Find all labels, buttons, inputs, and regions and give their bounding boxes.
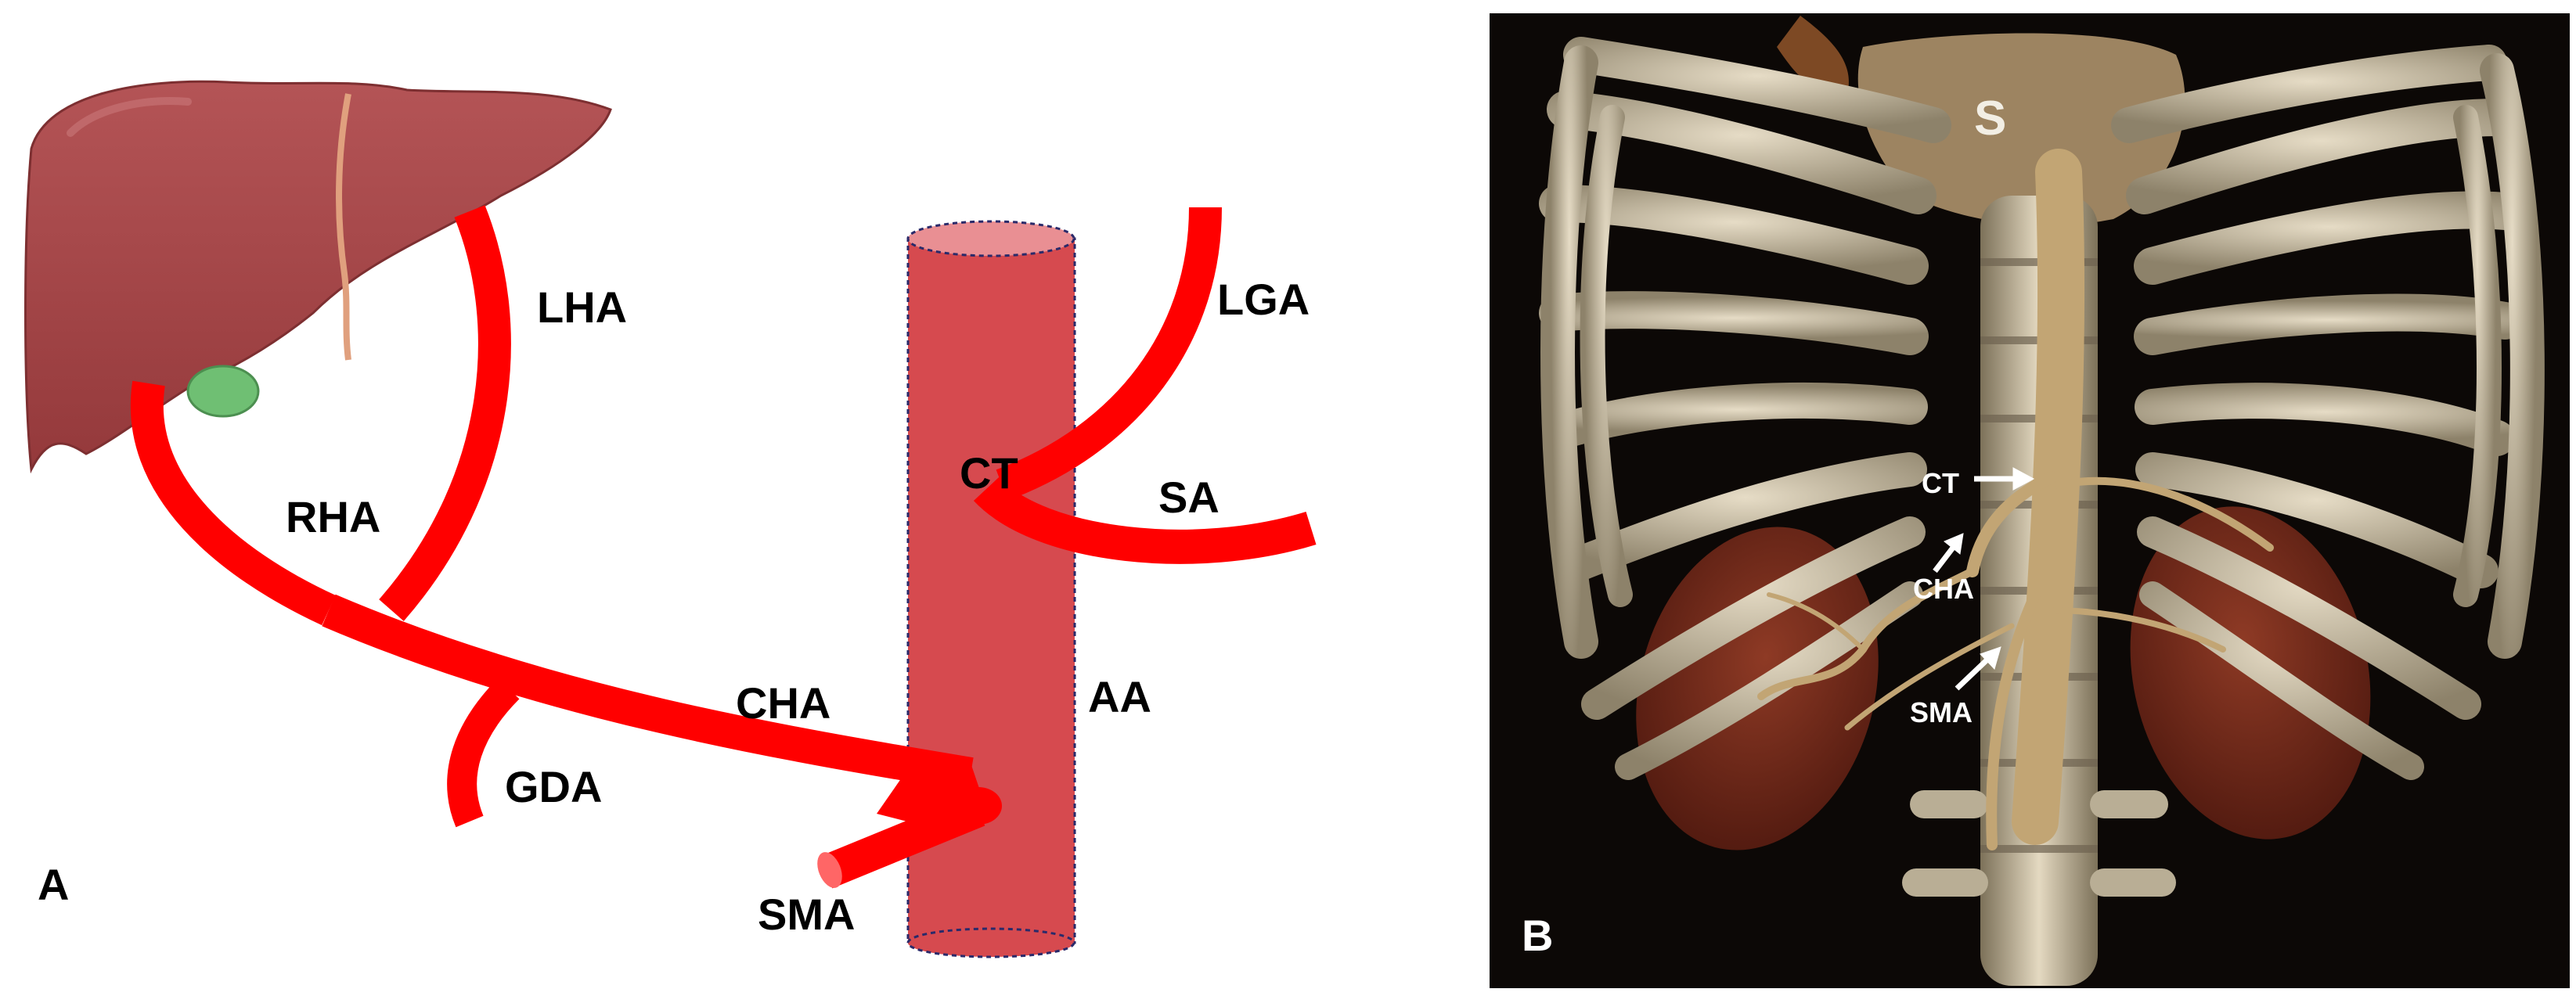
liver-highlight: [67, 97, 192, 137]
ribs-left: [1539, 37, 1951, 780]
common-hepatic-artery: [322, 594, 974, 792]
gallbladder: [186, 365, 260, 418]
liver-shape: [24, 80, 612, 474]
ct-arrowhead: [2012, 467, 2035, 491]
left-gastric-artery: [996, 207, 1222, 501]
label-lha: LHA: [537, 282, 627, 332]
liver-illustration: [24, 80, 612, 474]
ct-aorta: [2012, 149, 2085, 845]
ct-arrows: [1933, 467, 2035, 691]
panel-a-letter: A: [38, 860, 69, 909]
ct-celiac-trunk: [1966, 471, 2057, 577]
ribs-right: [2111, 45, 2545, 780]
ct-sma: [1986, 589, 2041, 850]
label-lga: LGA: [1217, 275, 1310, 324]
upper-mediastinal-mass: [1857, 33, 2185, 226]
label-ct: CT: [960, 448, 1018, 498]
label-sa: SA: [1158, 473, 1220, 522]
label-rha: RHA: [286, 492, 380, 541]
ct-vessels: [1757, 149, 2274, 850]
left-hepatic-artery: [379, 205, 511, 621]
ct-label-ct: CT: [1922, 467, 1959, 499]
right-hepatic-artery: [130, 380, 336, 626]
ct-label-cha: CHA: [1913, 573, 1974, 605]
ct-splenic: [2055, 476, 2274, 552]
arteries: [130, 205, 1317, 889]
sma-origin: [955, 787, 1002, 825]
splenic-artery: [973, 476, 1317, 564]
upper-tissue: [1777, 16, 1849, 95]
ct-label-sma: SMA: [1910, 696, 1973, 728]
panel-b-letter: B: [1522, 911, 1553, 960]
cha-arrowhead: [1944, 533, 1964, 555]
label-cha: CHA: [736, 678, 830, 728]
label-gda: GDA: [505, 762, 602, 811]
ct-label-s: S: [1974, 92, 2006, 146]
aorta-top: [906, 220, 1075, 257]
aorta-body: [906, 237, 1076, 944]
aorta-bottom: [906, 927, 1075, 958]
sma-arrowhead: [1980, 646, 2001, 670]
gastroduodenal-artery: [447, 678, 520, 828]
abdominal-aorta: [906, 220, 1076, 958]
sma-arrow: [1955, 656, 1991, 691]
liver-ligament: [336, 93, 351, 361]
panel-b-ct-angiography: S CT CHA SMA B: [1490, 13, 2570, 988]
label-sma: SMA: [758, 890, 855, 939]
label-aa: AA: [1088, 672, 1151, 721]
cha-arrow: [1933, 545, 1955, 574]
sma-cut-end: [817, 852, 842, 888]
panel-a-diagram: LHA RHA CHA GDA SMA CT LGA SA AA A: [24, 80, 1317, 958]
